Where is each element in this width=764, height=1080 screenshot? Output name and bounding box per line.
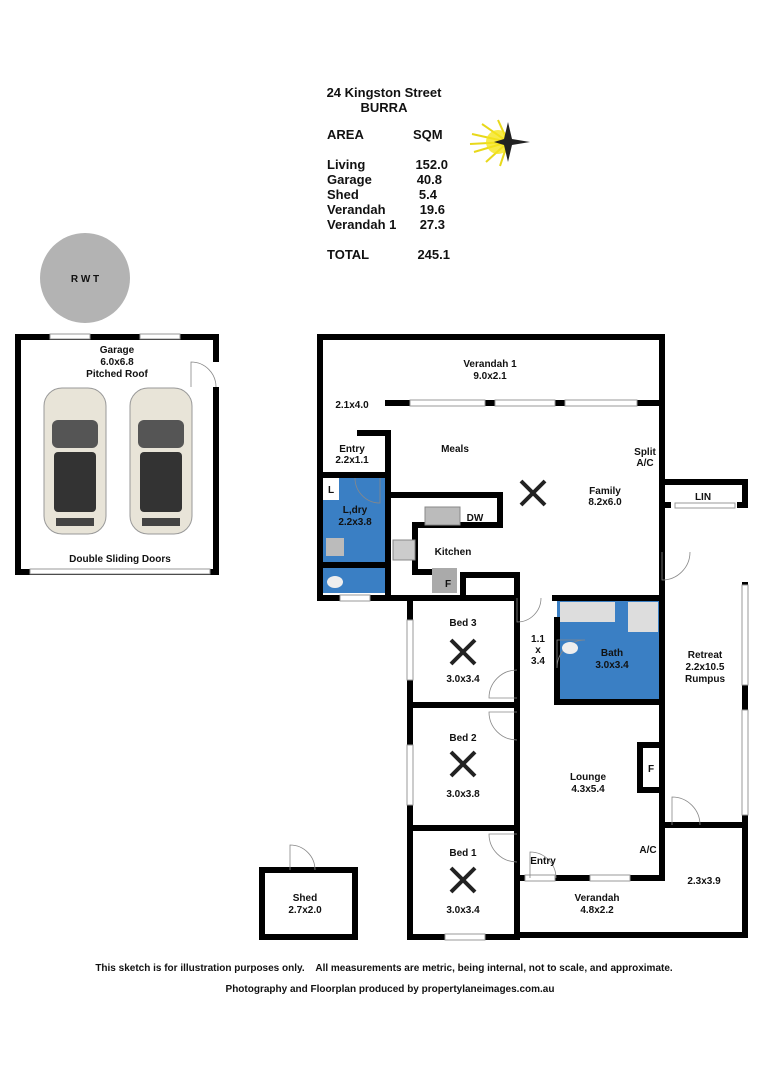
family-size: 8.2x6.0 [588,497,622,508]
split-ac-label2: A/C [636,458,653,469]
area-name: Living [327,157,365,172]
area-table: Living 152.0 Garage 40.8 Shed 5.4 Verand… [327,157,450,262]
shower [628,602,658,632]
bath-size: 3.0x3.4 [595,660,629,671]
verandah-size: 4.8x2.2 [580,905,614,916]
toilet-icon [327,576,343,588]
total-label: TOTAL [327,247,369,262]
garage-note: Pitched Roof [86,369,148,380]
cooktop [392,539,416,561]
car-icon [129,387,193,535]
area-value: 152.0 [415,157,448,172]
retreat-label: Retreat [688,650,723,661]
garage-doors: Double Sliding Doors [69,554,171,565]
credit: Photography and Floorplan produced by pr… [226,984,555,995]
retreat-size: 2.2x10.5 [686,662,725,673]
kitchen-fridge-label: F [445,579,451,590]
kitchen-label: Kitchen [435,547,472,558]
dishwasher-label: DW [467,513,484,524]
bed3-size: 3.0x3.4 [446,674,480,685]
shed-label: Shed [293,893,317,904]
rwt-label: R W T [71,274,99,285]
garage-size: 6.0x6.8 [100,357,134,368]
compass-icon [469,119,530,167]
hall-size-3: 3.4 [531,656,545,667]
garage-label: Garage [100,345,135,356]
bed1-label: Bed 1 [449,848,477,859]
area-name: Garage [327,172,372,187]
address: 24 Kingston Street [327,85,443,100]
disclaimer: This sketch is for illustration purposes… [95,963,673,974]
corner-verandah-size: 2.3x3.9 [687,876,721,887]
area-value: 5.4 [419,187,438,202]
sqm-heading: SQM [413,127,443,142]
ac-label: A/C [639,845,656,856]
verandah1-size: 9.0x2.1 [473,371,507,382]
area-value: 19.6 [420,202,445,217]
suburb: BURRA [361,100,409,115]
ceiling-fan-icon [519,479,547,507]
lounge-size: 4.3x5.4 [571,784,605,795]
bathtub [560,602,615,622]
bed3-label: Bed 3 [449,618,477,629]
linen-label: L [328,485,334,496]
rear-entry-label: Entry [339,444,365,455]
laundry-tub [326,538,344,556]
ceiling-fan-icon [449,638,477,666]
family-label: Family [589,486,621,497]
front-entry-label: Entry [530,856,556,867]
fridge-space [432,568,457,593]
side-size: 2.1x4.0 [335,400,369,411]
lounge-label: Lounge [570,772,607,783]
verandah-label: Verandah [574,893,619,904]
area-value: 40.8 [417,172,442,187]
area-name: Shed [327,187,359,202]
rainwater-tank [40,233,130,323]
ceiling-fan-icon [449,866,477,894]
area-value: 27.3 [420,217,445,232]
total-value: 245.1 [417,247,450,262]
kitchen-sink [424,506,461,526]
garage: Garage 6.0x6.8 Pitched Roof Double Slidi… [15,333,219,575]
rear-entry-size: 2.2x1.1 [335,455,369,466]
laundry-label: L,dry [343,505,368,516]
hall-size-2: x [535,645,541,656]
meals-label: Meals [441,444,469,455]
toilet-icon [562,642,578,654]
laundry-size: 2.2x3.8 [338,517,372,528]
house-walls [259,334,748,940]
bed2-label: Bed 2 [449,733,477,744]
ceiling-fan-icon [449,750,477,778]
bed1-size: 3.0x3.4 [446,905,480,916]
shed-size: 2.7x2.0 [288,905,322,916]
area-name: Verandah [327,202,386,217]
hall-size-1: 1.1 [531,634,545,645]
area-name: Verandah 1 [327,217,396,232]
split-ac-label: Split [634,447,656,458]
area-heading: AREA [327,127,364,142]
linen-cupboard-label: LIN [695,492,711,503]
lounge-fireplace-label: F [648,764,654,775]
bed2-size: 3.0x3.8 [446,789,480,800]
car-icon [43,387,107,535]
retreat-note: Rumpus [685,674,725,685]
bath-label: Bath [601,648,623,659]
verandah1-label: Verandah 1 [463,359,517,370]
